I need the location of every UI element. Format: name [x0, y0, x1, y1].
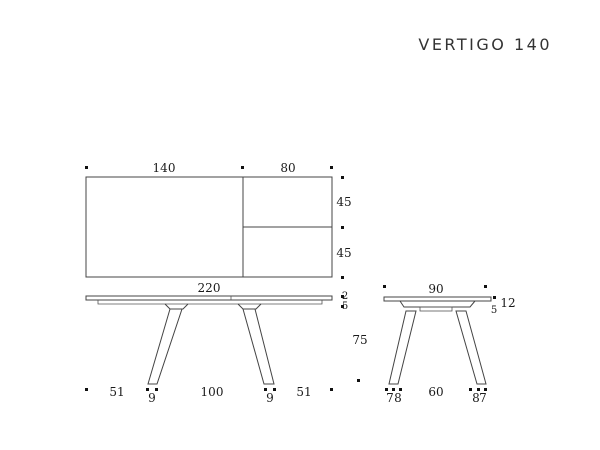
dim-end-foot-right-b: 7: [479, 391, 487, 405]
dim-marker: [330, 388, 333, 391]
dim-end-foot-left-b: 8: [394, 391, 402, 405]
dim-marker: [341, 295, 344, 298]
dim-between-legs: 100: [201, 385, 224, 399]
dim-marker: [341, 305, 344, 308]
dim-leg-right: 9: [266, 391, 274, 405]
dim-marker: [146, 388, 149, 391]
dim-marker: [241, 166, 244, 169]
side-leg-left: [147, 308, 183, 385]
dim-foot-left: 51: [109, 385, 124, 399]
dim-marker: [477, 388, 480, 391]
dim-marker: [341, 176, 344, 179]
dim-marker: [341, 276, 344, 279]
end-view: 90 5 12 7 8 60 8 7: [383, 282, 516, 405]
end-apron: [399, 300, 476, 308]
dim-marker: [392, 388, 395, 391]
side-leg-right: [242, 308, 275, 385]
dim-marker: [264, 388, 267, 391]
dim-marker: [273, 388, 276, 391]
dim-marker: [85, 166, 88, 169]
dim-marker: [341, 226, 344, 229]
dim-marker: [469, 388, 472, 391]
side-view: 220 2 5 75 51 9 100 9 51: [85, 281, 368, 405]
dim-marker: [383, 285, 386, 288]
dim-marker: [85, 388, 88, 391]
dim-marker: [399, 388, 402, 391]
dim-total-length: 220: [198, 281, 221, 295]
dim-end-foot-left-a: 7: [386, 391, 394, 405]
side-leg-bracket-right: [237, 303, 262, 310]
side-leg-bracket-left: [164, 303, 189, 310]
end-leg-left: [388, 310, 417, 385]
dim-end-width: 90: [428, 282, 443, 296]
dim-end-apron-depth: 12: [500, 296, 515, 310]
dim-marker: [357, 379, 360, 382]
dim-depth-upper: 45: [336, 195, 351, 209]
dim-depth-lower: 45: [336, 246, 351, 260]
dim-end-between-legs: 60: [428, 385, 443, 399]
dim-marker: [155, 388, 158, 391]
dim-marker: [330, 166, 333, 169]
dim-marker: [484, 285, 487, 288]
dim-top-thickness-b: 5: [342, 301, 348, 312]
side-tabletop: [85, 295, 333, 301]
end-center-bracket: [419, 306, 453, 312]
dim-width-extension: 80: [280, 161, 295, 175]
side-apron: [97, 300, 323, 305]
top-view: 140 80 45 45: [85, 161, 352, 279]
dim-marker: [484, 388, 487, 391]
dim-leg-left: 9: [148, 391, 156, 405]
dim-end-foot-right-a: 8: [472, 391, 480, 405]
dim-marker: [385, 388, 388, 391]
product-title: VERTIGO 140: [418, 35, 552, 54]
dim-height: 75: [352, 333, 367, 347]
dim-marker: [493, 296, 496, 299]
dim-width-main: 140: [153, 161, 176, 175]
dim-end-gap: 5: [491, 305, 497, 316]
dim-foot-right: 51: [296, 385, 311, 399]
end-tabletop: [383, 296, 492, 302]
dim-top-thickness-a: 2: [342, 291, 348, 302]
end-leg-right: [455, 310, 487, 385]
